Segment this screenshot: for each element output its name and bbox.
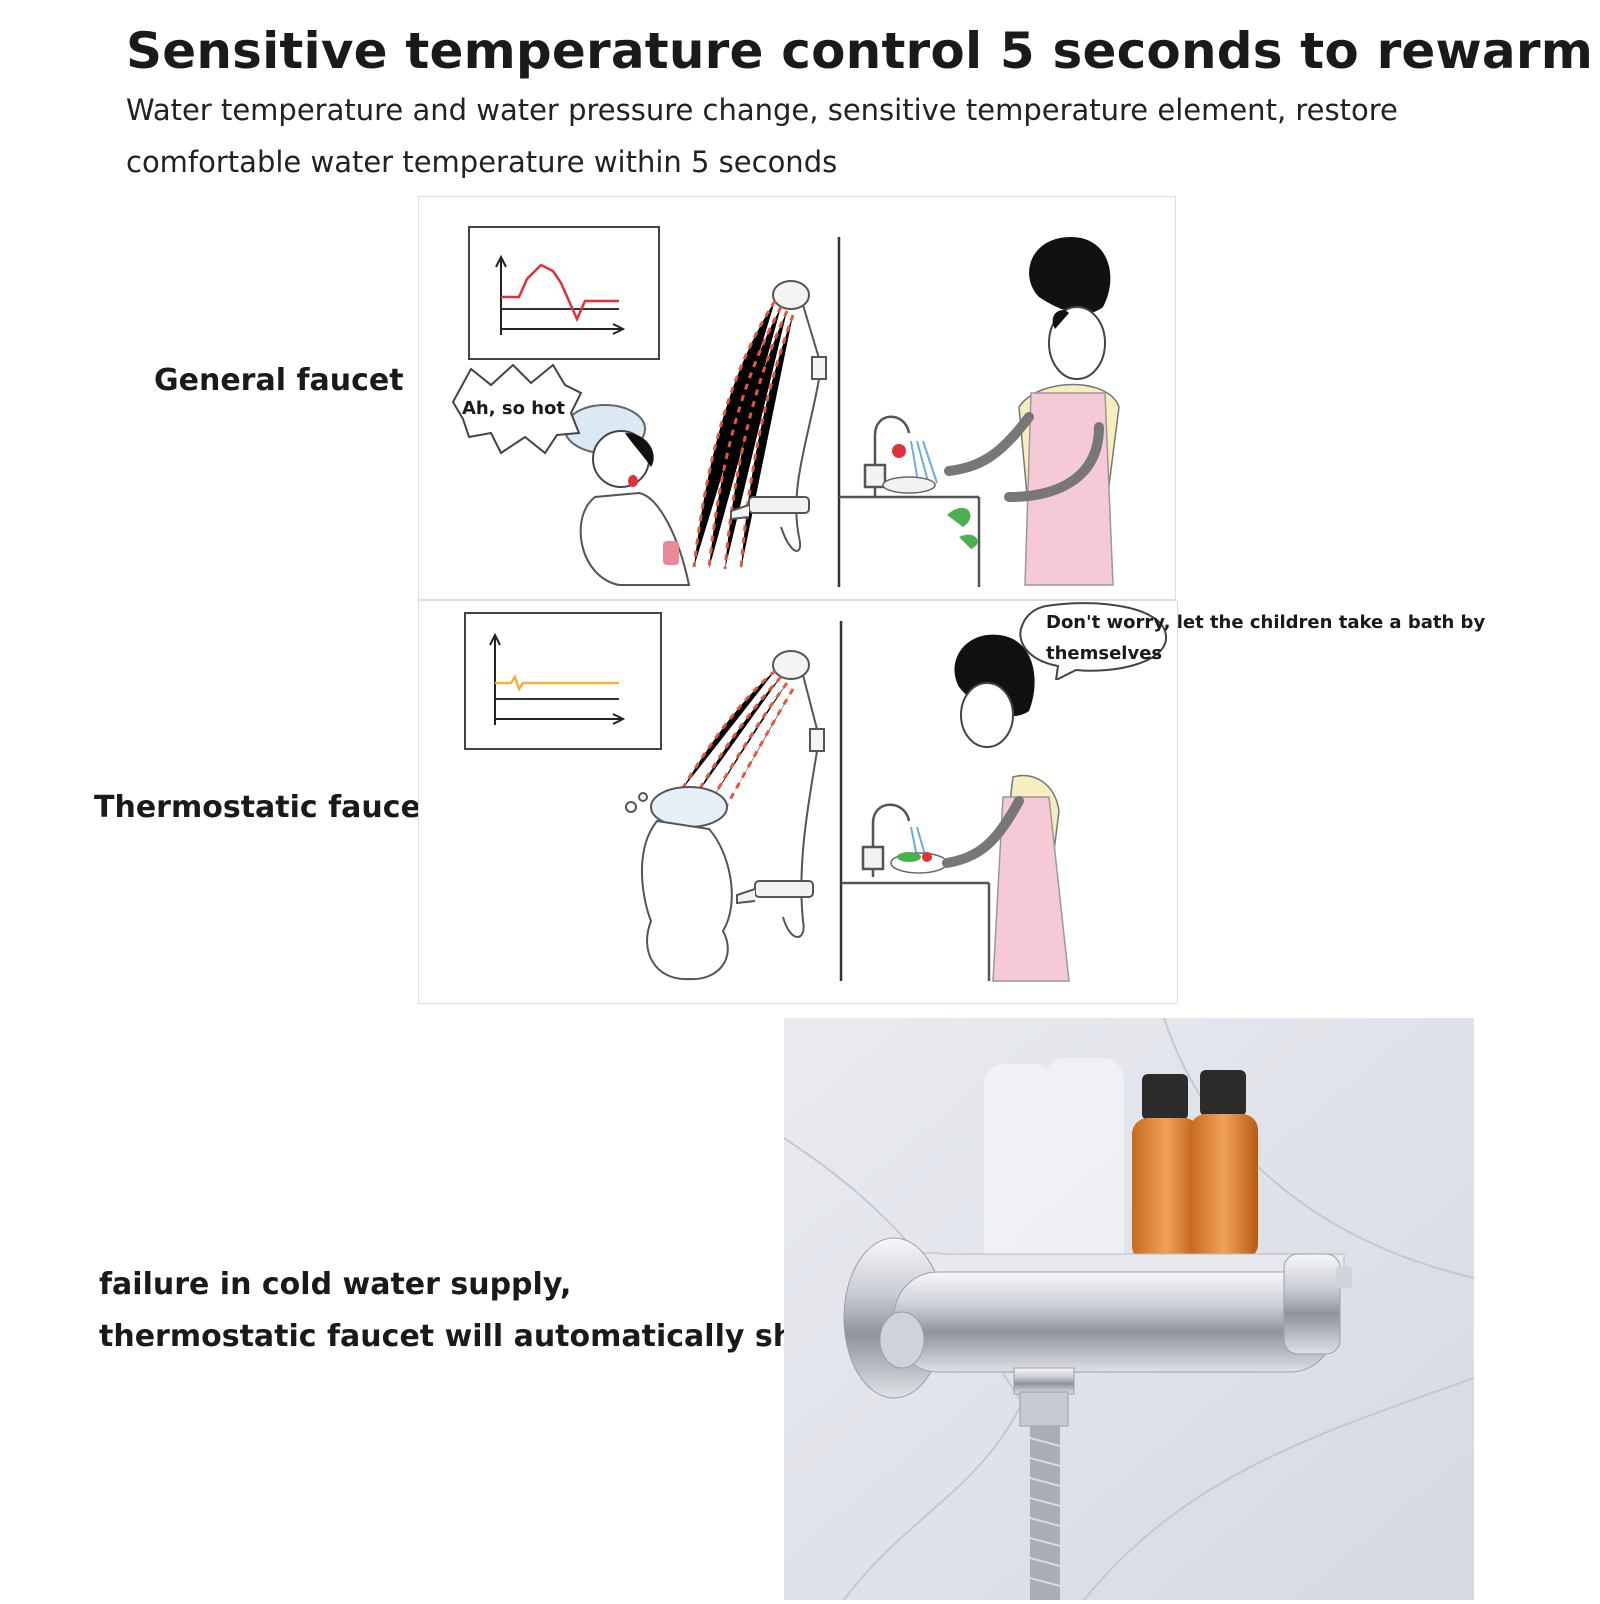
blurred-bottles [984,1058,1124,1274]
vegetable-basket [890,852,948,874]
speech-bubble-hot [451,363,583,455]
failure-note-line-2: thermostatic faucet will automatically s… [99,1319,830,1354]
thermostatic-bar-image [783,1017,1475,1601]
stable-temperature-curve [495,674,619,692]
general-faucet-label: General faucet [154,363,404,398]
thermostatic-faucet-scene [464,612,1070,982]
failure-note-line-1: failure in cold water supply, [99,1267,572,1302]
bath-faucet-icon [736,880,814,905]
happy-child-figure [625,786,733,981]
amber-bottle-icon [1132,1074,1200,1262]
hot-temperature-curve [501,263,619,323]
mother-figure [944,237,1120,586]
shower-head-icon [772,280,827,552]
thermostatic-faucet-label: Thermostatic faucet [94,790,436,825]
bath-faucet-icon [730,496,810,521]
temperature-graph-unstable [468,226,660,360]
temperature-graph-stable [464,612,662,750]
shower-hose [1029,1426,1061,1600]
thermostatic-faucet-illustration [418,600,1178,1004]
kitchen-faucet-icon [839,415,981,587]
hot-water-spray [692,300,795,570]
amber-bottle-icon [1190,1070,1258,1260]
speech-bubble-reassure [1019,602,1168,680]
headline: Sensitive temperature control 5 seconds … [126,22,1594,80]
vegetables [882,444,978,549]
smiling-mother-figure [942,634,1070,982]
child-figure [564,404,691,586]
shower-head-icon [772,650,825,938]
warm-water-spray [679,669,795,806]
thermostatic-bar-photo [783,1017,1475,1601]
general-faucet-scene [451,226,1120,587]
cold-water-stream [910,826,926,858]
speech-bubble-hot-text: Ah, so hot [462,398,565,419]
speech-bubble-reassure-line-2: themselves [1046,643,1163,664]
general-faucet-illustration [418,196,1176,600]
thermostatic-bar-valve [843,1237,1352,1427]
subtitle-line-2: comfortable water temperature within 5 s… [126,145,838,179]
subtitle-line-1: Water temperature and water pressure cha… [126,93,1398,127]
speech-bubble-reassure-line-1: Don't worry, let the children take a bat… [1046,612,1486,633]
kitchen-faucet-icon [841,803,991,981]
